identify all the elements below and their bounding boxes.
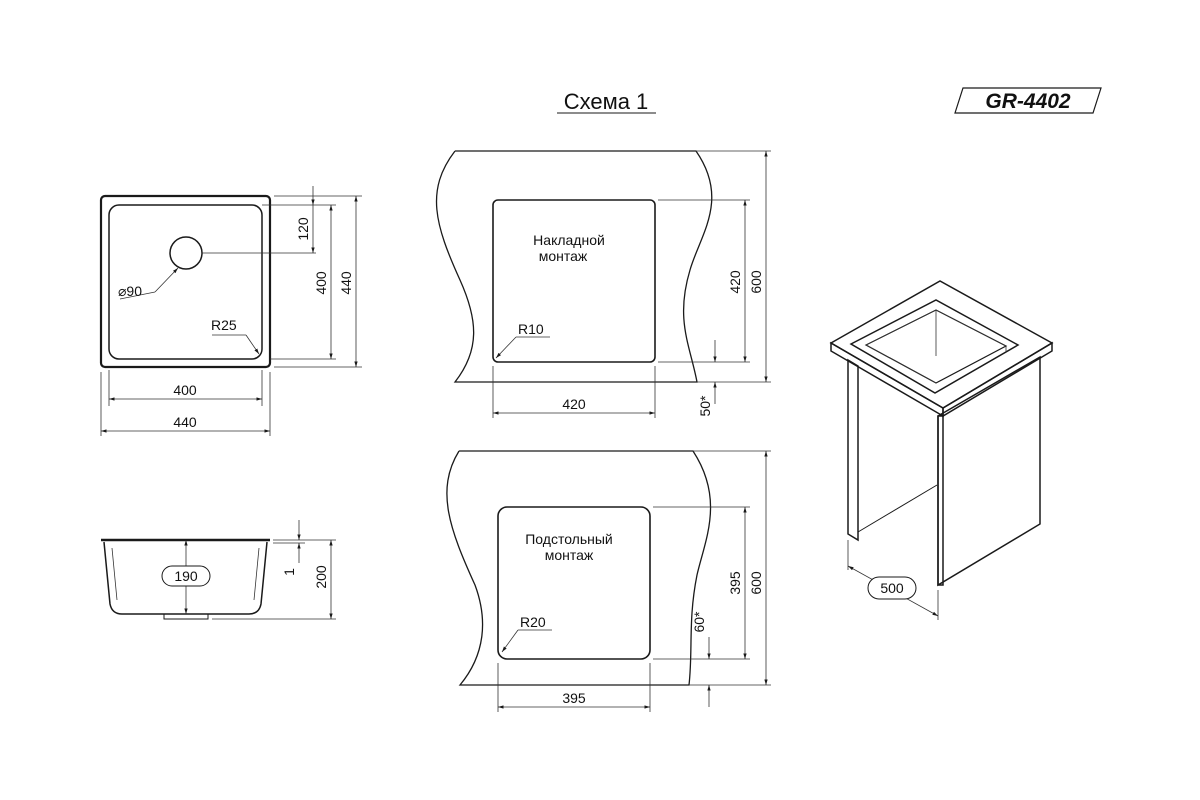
total-depth-dim: 200 xyxy=(313,565,329,589)
sink-side-view: 190 1 200 xyxy=(101,520,336,620)
outer-width-dim: 440 xyxy=(173,414,197,430)
cabinet-right-panel xyxy=(937,355,1041,587)
cutout-outline-2 xyxy=(497,506,651,660)
inner-length-dim: 400 xyxy=(313,271,329,295)
undermount-cutout-depth-dim: 395 xyxy=(727,571,743,595)
cabinet-width-dim: 500 xyxy=(880,580,904,596)
undermount-title-line1: Подстольный xyxy=(525,531,613,547)
cabinet-front-edge xyxy=(937,415,944,586)
rim-thickness-dim: 1 xyxy=(281,568,297,576)
drain-diameter-label: ⌀90 xyxy=(118,283,142,299)
undermount-countertop-depth-dim: 600 xyxy=(748,571,764,595)
corner-radius-label: R25 xyxy=(211,317,237,333)
overlay-countertop-depth-dim: 600 xyxy=(748,270,764,294)
outer-length-dim: 440 xyxy=(338,271,354,295)
undermount-edge-offset-dim: 60* xyxy=(691,611,707,633)
sink-bowl-outline xyxy=(108,204,263,360)
bowl-depth-bubble xyxy=(161,565,211,587)
cutout-outline xyxy=(492,199,656,363)
model-code: GR-4402 xyxy=(985,90,1071,113)
scheme-title: Схема 1 xyxy=(564,89,649,114)
undermount-radius-label: R20 xyxy=(520,614,546,630)
undermount-cutout-width-dim: 395 xyxy=(562,690,586,706)
drain-hole xyxy=(169,236,203,270)
undermount-title-line2: монтаж xyxy=(545,547,594,563)
overlay-edge-offset-dim: 50* xyxy=(697,395,713,417)
cabinet-left-panel xyxy=(847,358,859,542)
cabinet-sink-opening xyxy=(849,299,1020,394)
overlay-install-scheme: Накладной монтаж R10 420 420 600 50* xyxy=(435,150,771,418)
cabinet-width-bubble xyxy=(867,576,917,600)
overlay-cutout-width-dim: 420 xyxy=(562,396,586,412)
overlay-title-line2: монтаж xyxy=(539,248,588,264)
header: Схема 1 GR-4402 xyxy=(557,87,1102,114)
overlay-radius-label: R10 xyxy=(518,321,544,337)
model-code-box: GR-4402 xyxy=(954,87,1102,114)
countertop-outline-2 xyxy=(446,450,712,686)
overlay-cutout-depth-dim: 420 xyxy=(727,270,743,294)
drain-offset-dim: 120 xyxy=(295,217,311,241)
sink-outer-rim xyxy=(99,194,272,369)
sink-top-view: ⌀90 R25 400 440 120 400 440 xyxy=(99,186,362,436)
overlay-title-line1: Накладной xyxy=(533,232,605,248)
cabinet-isometric: 500 xyxy=(829,280,1054,620)
countertop-outline xyxy=(435,150,713,383)
undermount-install-scheme: Подстольный монтаж R20 395 395 600 60* xyxy=(446,450,771,712)
inner-width-dim: 400 xyxy=(173,382,197,398)
bowl-depth-label: 190 xyxy=(174,568,198,584)
